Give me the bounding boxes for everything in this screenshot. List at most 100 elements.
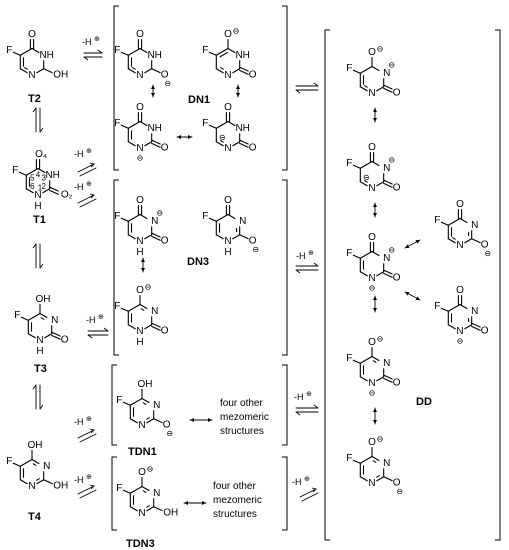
ring-double-bond (364, 85, 368, 88)
oxygen-2: OH (53, 480, 68, 491)
ring-bond (144, 68, 153, 74)
ring-bond (127, 47, 141, 56)
ring-bond (129, 418, 138, 424)
proton-charge: ⊕ (86, 416, 92, 423)
ring-bond (127, 234, 136, 240)
arrow-diag (79, 489, 97, 499)
resonance-DN1-c-d (176, 135, 193, 139)
arrow-head (295, 411, 301, 416)
arrow-head (295, 269, 301, 274)
fluorine-atom: F (114, 301, 120, 312)
resonance-DD-c-g (404, 291, 421, 301)
arrow-head (313, 82, 319, 87)
ring-atom-N: N (239, 216, 246, 227)
ring-bond (19, 458, 33, 467)
ring-bond (232, 141, 241, 147)
ring-number: 5 (30, 173, 35, 182)
oxygen-4: O (136, 29, 144, 40)
fluorine-atom: F (202, 211, 208, 222)
arrow-label-T2-DN1: -H (82, 37, 92, 47)
ring-bond (31, 47, 40, 54)
ring-atom-N: N (136, 143, 143, 154)
ring-bond (447, 303, 461, 312)
ring-atom-N: N (456, 326, 463, 337)
ring-atom-N: N (224, 236, 231, 247)
proton-charge: ⊕ (304, 476, 310, 483)
proton-charge: ⊕ (306, 391, 312, 398)
ring-atom-N: N (153, 488, 160, 499)
anion-charge: ⊖ (166, 429, 173, 438)
oxygen-2: O (393, 182, 401, 193)
fluorine-atom: F (114, 211, 120, 222)
c-o-bond (383, 476, 393, 482)
ring-atom-N: N (383, 68, 390, 79)
ring-bond (359, 355, 373, 364)
anion-charge: ⊖ (219, 133, 226, 142)
hydrogen-on-n1: H (34, 201, 41, 212)
oxygen-4: O (456, 199, 464, 210)
arrow-diag (79, 198, 97, 208)
ring-double-bond (219, 51, 228, 58)
bracket-left (324, 29, 330, 541)
ring-bond (359, 86, 368, 92)
ring-bond (127, 324, 136, 330)
ring-bond (232, 234, 241, 240)
c-o-double-bond (151, 139, 161, 145)
label-DN3: DN3 (187, 256, 209, 268)
ring-atom-N: N (383, 163, 390, 174)
resonance-DD-d-e (373, 407, 377, 425)
oxygen-4: O (224, 195, 232, 206)
anion-charge: ⊖ (388, 245, 395, 254)
c-f-bond (440, 221, 449, 226)
arrow-T4-TDN3 (77, 484, 97, 499)
c-o-double-bond (383, 84, 393, 90)
c-f-bond (440, 307, 449, 312)
ring-bond (215, 213, 229, 222)
fluorine-atom: F (114, 45, 120, 56)
ring-bond (232, 68, 241, 74)
ring-atom-N: N (153, 400, 160, 411)
arrow-head (415, 240, 420, 244)
ring-number: 6 (30, 182, 35, 191)
oxygen-4: O (138, 467, 146, 478)
arrow-diag (299, 488, 317, 498)
arrow-T3-T4 (32, 384, 44, 410)
ring-bond (459, 303, 468, 310)
ring-bond (25, 188, 34, 194)
ring-bond (215, 120, 229, 129)
anion-charge: ⊖ (369, 284, 376, 293)
hydrogen-on-n1: H (136, 247, 143, 258)
arrow-head (415, 296, 420, 300)
ring-bond (359, 65, 373, 74)
arrow-diag (77, 163, 95, 173)
oxygen-4: O (368, 232, 376, 243)
c-o-double-bond (471, 325, 481, 331)
proton-charge: ⊕ (86, 181, 92, 188)
label-TDN3: TDN3 (126, 538, 155, 550)
c-o-double-bond (239, 139, 249, 145)
arrow-head (39, 263, 44, 269)
c-o-double-bond (471, 322, 481, 328)
arrow-label-T4-TDN1: -H (74, 417, 84, 427)
c-f-bond (122, 489, 131, 494)
ring-double-bond (220, 67, 224, 70)
label-T2: T2 (28, 93, 41, 105)
arrow-head (32, 243, 37, 249)
ring-number: 2 (41, 182, 46, 191)
fluorine-atom: F (346, 63, 352, 74)
arrow-head (89, 484, 95, 490)
ring-atom-N: N (456, 240, 463, 251)
arrow-head (405, 292, 410, 296)
hydrogen-on-n1: H (224, 247, 231, 258)
ring-bond (359, 181, 368, 187)
c-o-double-bond (239, 142, 249, 148)
ring-atom-N: N (151, 216, 158, 227)
ring-bond (215, 68, 224, 74)
arrow-head (208, 418, 212, 422)
oxygen-2: O (163, 419, 171, 430)
fluorine-atom: F (116, 395, 122, 406)
